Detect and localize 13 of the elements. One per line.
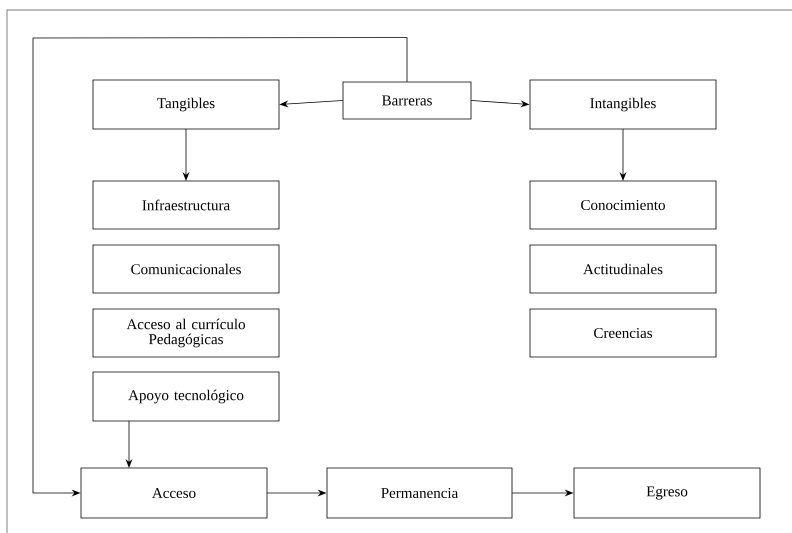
process-box: Acceso al currículo Pedagógicas (92, 308, 280, 358)
process-box: Conocimiento (530, 180, 716, 230)
process-box: Creencias (530, 308, 716, 358)
process-box: Comunicacionales (92, 244, 280, 294)
process-box: Egreso (574, 468, 760, 518)
process-box: Acceso (80, 468, 268, 518)
process-box: Intangibles (530, 80, 716, 130)
process-box: Barreras (342, 82, 472, 120)
process-box: Permanencia (326, 468, 512, 518)
process-box: Apoyo tecnológico (92, 372, 280, 422)
process-box: Tangibles (92, 80, 280, 130)
process-box: Infraestructura (92, 180, 280, 230)
process-box: Actitudinales (530, 244, 716, 294)
